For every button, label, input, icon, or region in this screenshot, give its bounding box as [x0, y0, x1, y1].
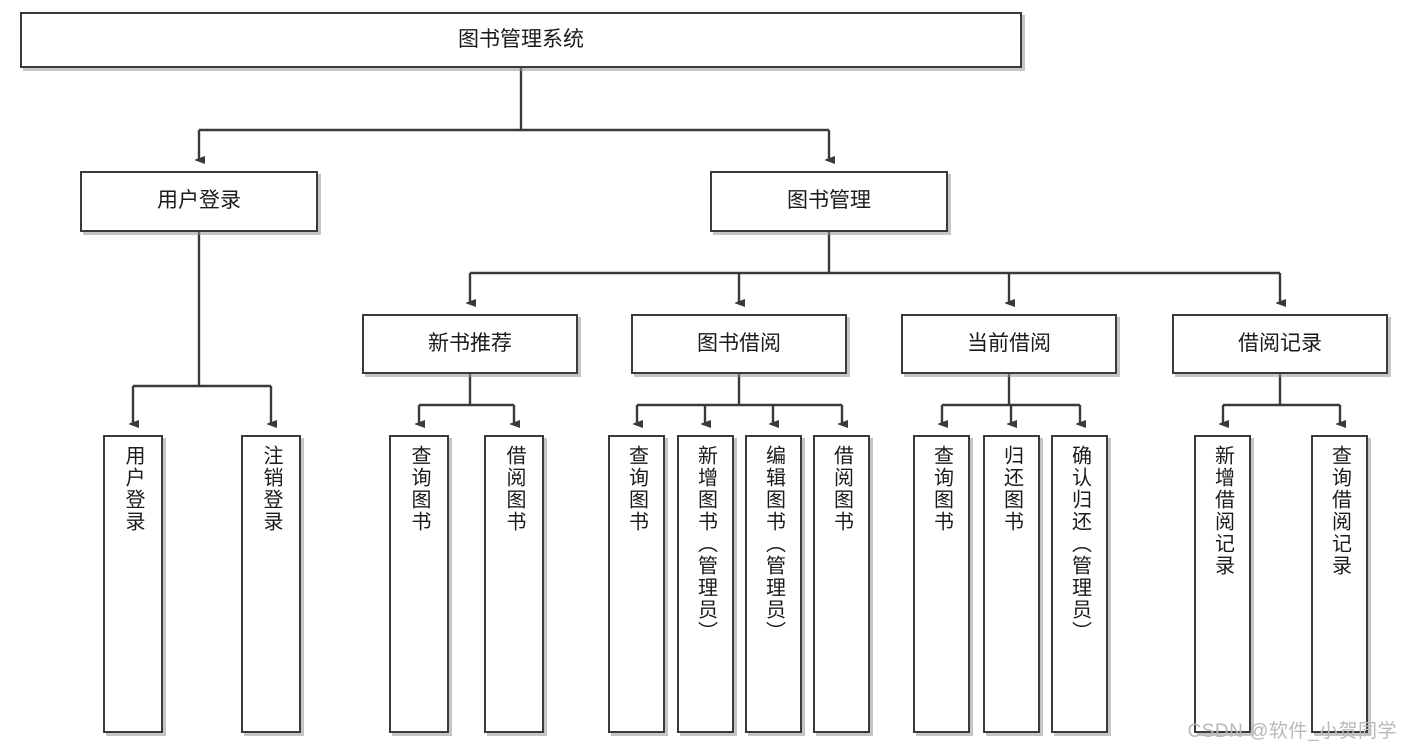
- node-book-manage[interactable]: 图书管理: [710, 171, 948, 232]
- node-root-label: 图书管理系统: [458, 27, 584, 51]
- node-leaf-borrow-book-new-label: 借阅图书: [503, 445, 525, 533]
- csdn-watermark: CSDN @软件_小贺同学: [1187, 721, 1397, 742]
- node-leaf-edit-book[interactable]: 编辑图书（管理员）: [745, 435, 802, 733]
- node-user-login-label: 用户登录: [157, 189, 241, 213]
- node-leaf-return-book[interactable]: 归还图书: [983, 435, 1040, 733]
- node-leaf-add-record-label: 新增借阅记录: [1211, 445, 1234, 577]
- node-leaf-query-book-borrow[interactable]: 查询图书: [608, 435, 665, 733]
- node-leaf-add-record[interactable]: 新增借阅记录: [1194, 435, 1251, 733]
- node-new-book-recommend-label: 新书推荐: [428, 331, 512, 355]
- node-leaf-user-login[interactable]: 用户登录: [103, 435, 163, 733]
- node-leaf-query-record-label: 查询借阅记录: [1328, 445, 1351, 577]
- node-leaf-query-book-new[interactable]: 查询图书: [389, 435, 449, 733]
- node-user-login[interactable]: 用户登录: [80, 171, 318, 232]
- node-leaf-return-book-label: 归还图书: [1000, 445, 1023, 533]
- node-current-borrow-label: 当前借阅: [967, 331, 1051, 355]
- node-book-borrow[interactable]: 图书借阅: [631, 314, 847, 374]
- node-leaf-logout-label: 注销登录: [260, 445, 282, 533]
- node-leaf-borrow-book-new[interactable]: 借阅图书: [484, 435, 544, 733]
- node-borrow-record[interactable]: 借阅记录: [1172, 314, 1388, 374]
- node-leaf-confirm-return[interactable]: 确认归还（管理员）: [1051, 435, 1108, 733]
- node-new-book-recommend[interactable]: 新书推荐: [362, 314, 578, 374]
- node-leaf-borrow-book[interactable]: 借阅图书: [813, 435, 870, 733]
- node-current-borrow[interactable]: 当前借阅: [901, 314, 1117, 374]
- node-leaf-edit-book-label: 编辑图书（管理员）: [762, 445, 785, 643]
- node-borrow-record-label: 借阅记录: [1238, 331, 1322, 355]
- node-leaf-confirm-return-label: 确认归还（管理员）: [1068, 445, 1091, 643]
- node-leaf-query-book-current-label: 查询图书: [930, 445, 953, 533]
- node-leaf-query-book-new-label: 查询图书: [408, 445, 430, 533]
- node-book-borrow-label: 图书借阅: [697, 331, 781, 355]
- node-leaf-add-book-label: 新增图书（管理员）: [694, 445, 717, 643]
- node-leaf-query-book-current[interactable]: 查询图书: [913, 435, 970, 733]
- node-leaf-borrow-book-label: 借阅图书: [830, 445, 853, 533]
- node-book-manage-label: 图书管理: [787, 189, 871, 213]
- node-leaf-query-record[interactable]: 查询借阅记录: [1311, 435, 1368, 733]
- node-leaf-add-book[interactable]: 新增图书（管理员）: [677, 435, 734, 733]
- node-root[interactable]: 图书管理系统: [20, 12, 1022, 68]
- node-leaf-query-book-borrow-label: 查询图书: [625, 445, 648, 533]
- node-leaf-user-login-label: 用户登录: [122, 445, 144, 533]
- node-leaf-logout[interactable]: 注销登录: [241, 435, 301, 733]
